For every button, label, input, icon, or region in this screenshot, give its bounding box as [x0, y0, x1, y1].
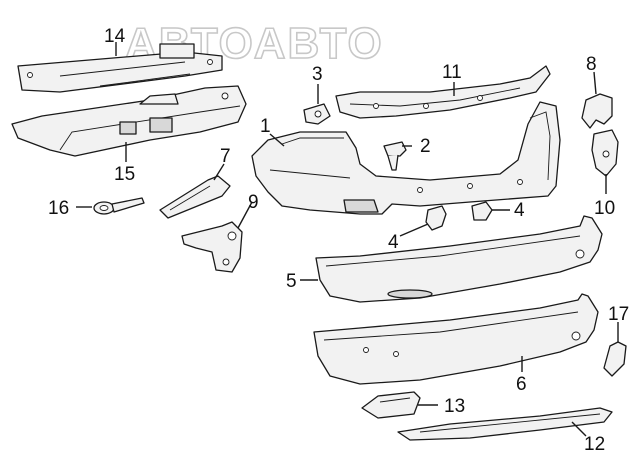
part-4-bracket-left	[425, 205, 447, 231]
callout-9: 9	[248, 192, 259, 213]
callout-13: 13	[444, 396, 465, 417]
callout-17: 17	[608, 304, 629, 325]
callout-4-left: 4	[388, 232, 399, 253]
part-11-support	[335, 65, 551, 119]
part-7-bracket	[159, 175, 231, 219]
callout-12: 12	[584, 434, 605, 455]
callout-11: 11	[442, 62, 462, 83]
callout-16: 16	[48, 198, 69, 219]
callout-4-right: 4	[514, 200, 525, 221]
callout-8: 8	[586, 54, 597, 75]
callouts: 14 15 16 7 9 1 3 2 11 8 10 4 4 5 6 17 13…	[48, 26, 629, 455]
part-5-valance	[315, 215, 603, 303]
part-16-tow-hook	[93, 197, 145, 215]
part-10-bracket	[591, 129, 619, 177]
callout-2: 2	[420, 136, 431, 157]
part-1-bumper-cover	[251, 101, 561, 215]
part-15-hitch-bar	[11, 85, 247, 157]
part-2-bolt	[383, 141, 407, 171]
callout-7: 7	[220, 146, 231, 167]
part-4-bracket-right	[471, 201, 493, 221]
callout-3: 3	[312, 64, 323, 85]
part-3-clip	[303, 103, 331, 125]
leader-lines	[76, 42, 619, 437]
part-6-valance	[313, 293, 599, 385]
callout-14: 14	[104, 26, 126, 47]
callout-1: 1	[260, 116, 271, 137]
part-17-cap	[603, 341, 627, 377]
callout-6: 6	[516, 374, 527, 395]
part-12-skid-plate	[397, 407, 613, 441]
part-9-bracket	[181, 221, 243, 273]
callout-5: 5	[286, 271, 297, 292]
callout-15: 15	[114, 164, 135, 185]
part-14-reinforcement	[17, 43, 223, 93]
part-13-trim	[361, 391, 421, 419]
callout-10: 10	[594, 198, 615, 219]
part-8-bracket	[581, 93, 613, 129]
